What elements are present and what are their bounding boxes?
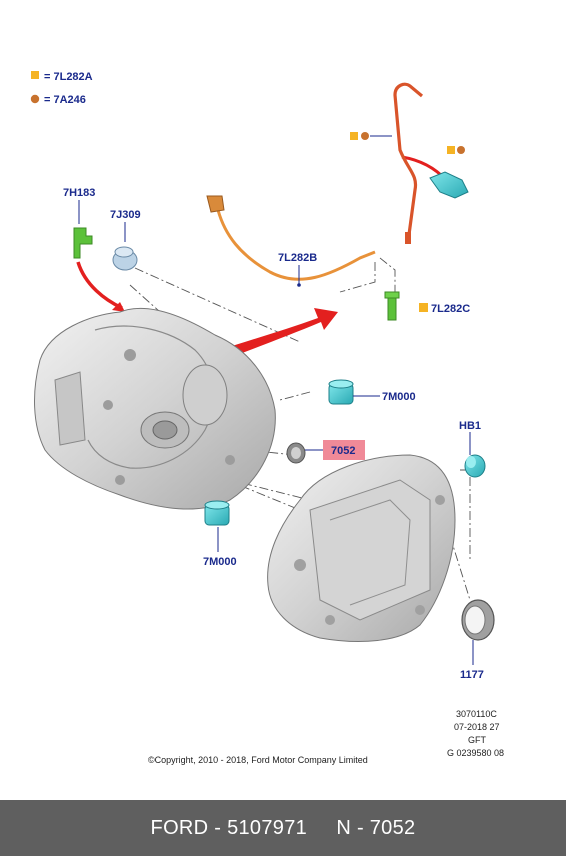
exploded-parts-diagram: = 7L282A = 7A246 [30, 71, 504, 765]
large-red-arrow-icon [220, 308, 338, 360]
callout-7j309: 7J309 [110, 209, 141, 221]
transmission-case-rear [267, 454, 456, 642]
meta-line-3: GFT [468, 735, 486, 745]
part-7m000-right-bushing-icon [328, 379, 380, 405]
transmission-housing-front [34, 307, 276, 510]
callout-1177: 1177 [460, 669, 484, 681]
meta-line-1: 3070110C [456, 709, 497, 719]
part-hb1-sleeve-icon [464, 432, 486, 478]
breather-tube-icon [350, 82, 465, 244]
copyright: ©Copyright, 2010 - 2018, Ford Motor Comp… [148, 755, 368, 765]
part-7l282b-hose-icon [206, 195, 376, 287]
callout-7m000-bottom: 7M000 [203, 556, 237, 568]
part-1177-seal-icon [461, 599, 495, 665]
part-number-footer: FORD - 5107971 N - 7052 [0, 800, 566, 856]
part-7l282c-connector-icon [384, 291, 428, 321]
part-7m000-bottom-bushing-icon [204, 500, 230, 552]
legend-label-7a246: = 7A246 [44, 94, 86, 106]
legend-label-7l282a: = 7L282A [44, 71, 93, 83]
callout-7052: 7052 [331, 445, 355, 457]
callout-hb1: HB1 [459, 420, 481, 432]
callout-7h183: 7H183 [63, 187, 95, 199]
footer-ref: N - 7052 [336, 816, 416, 839]
footer-brand-part: FORD - 5107971 [150, 816, 308, 839]
highlight-7052-box [323, 440, 365, 460]
meta-line-4: G 0239580 08 [447, 748, 504, 758]
part-7j309-cap-icon [112, 222, 138, 271]
part-7h183-fitting-icon [73, 200, 93, 259]
callout-7m000-right: 7M000 [382, 391, 416, 403]
legend-circle-icon [30, 94, 40, 104]
callout-7l282b: 7L282B [278, 252, 317, 264]
part-7052-seal-icon [286, 440, 365, 464]
legend-square-icon [31, 71, 39, 79]
cyan-clip-icon [429, 171, 469, 199]
callout-7l282c: 7L282C [431, 303, 470, 315]
legend: = 7L282A = 7A246 [30, 71, 93, 106]
meta-line-2: 07-2018 27 [454, 722, 500, 732]
